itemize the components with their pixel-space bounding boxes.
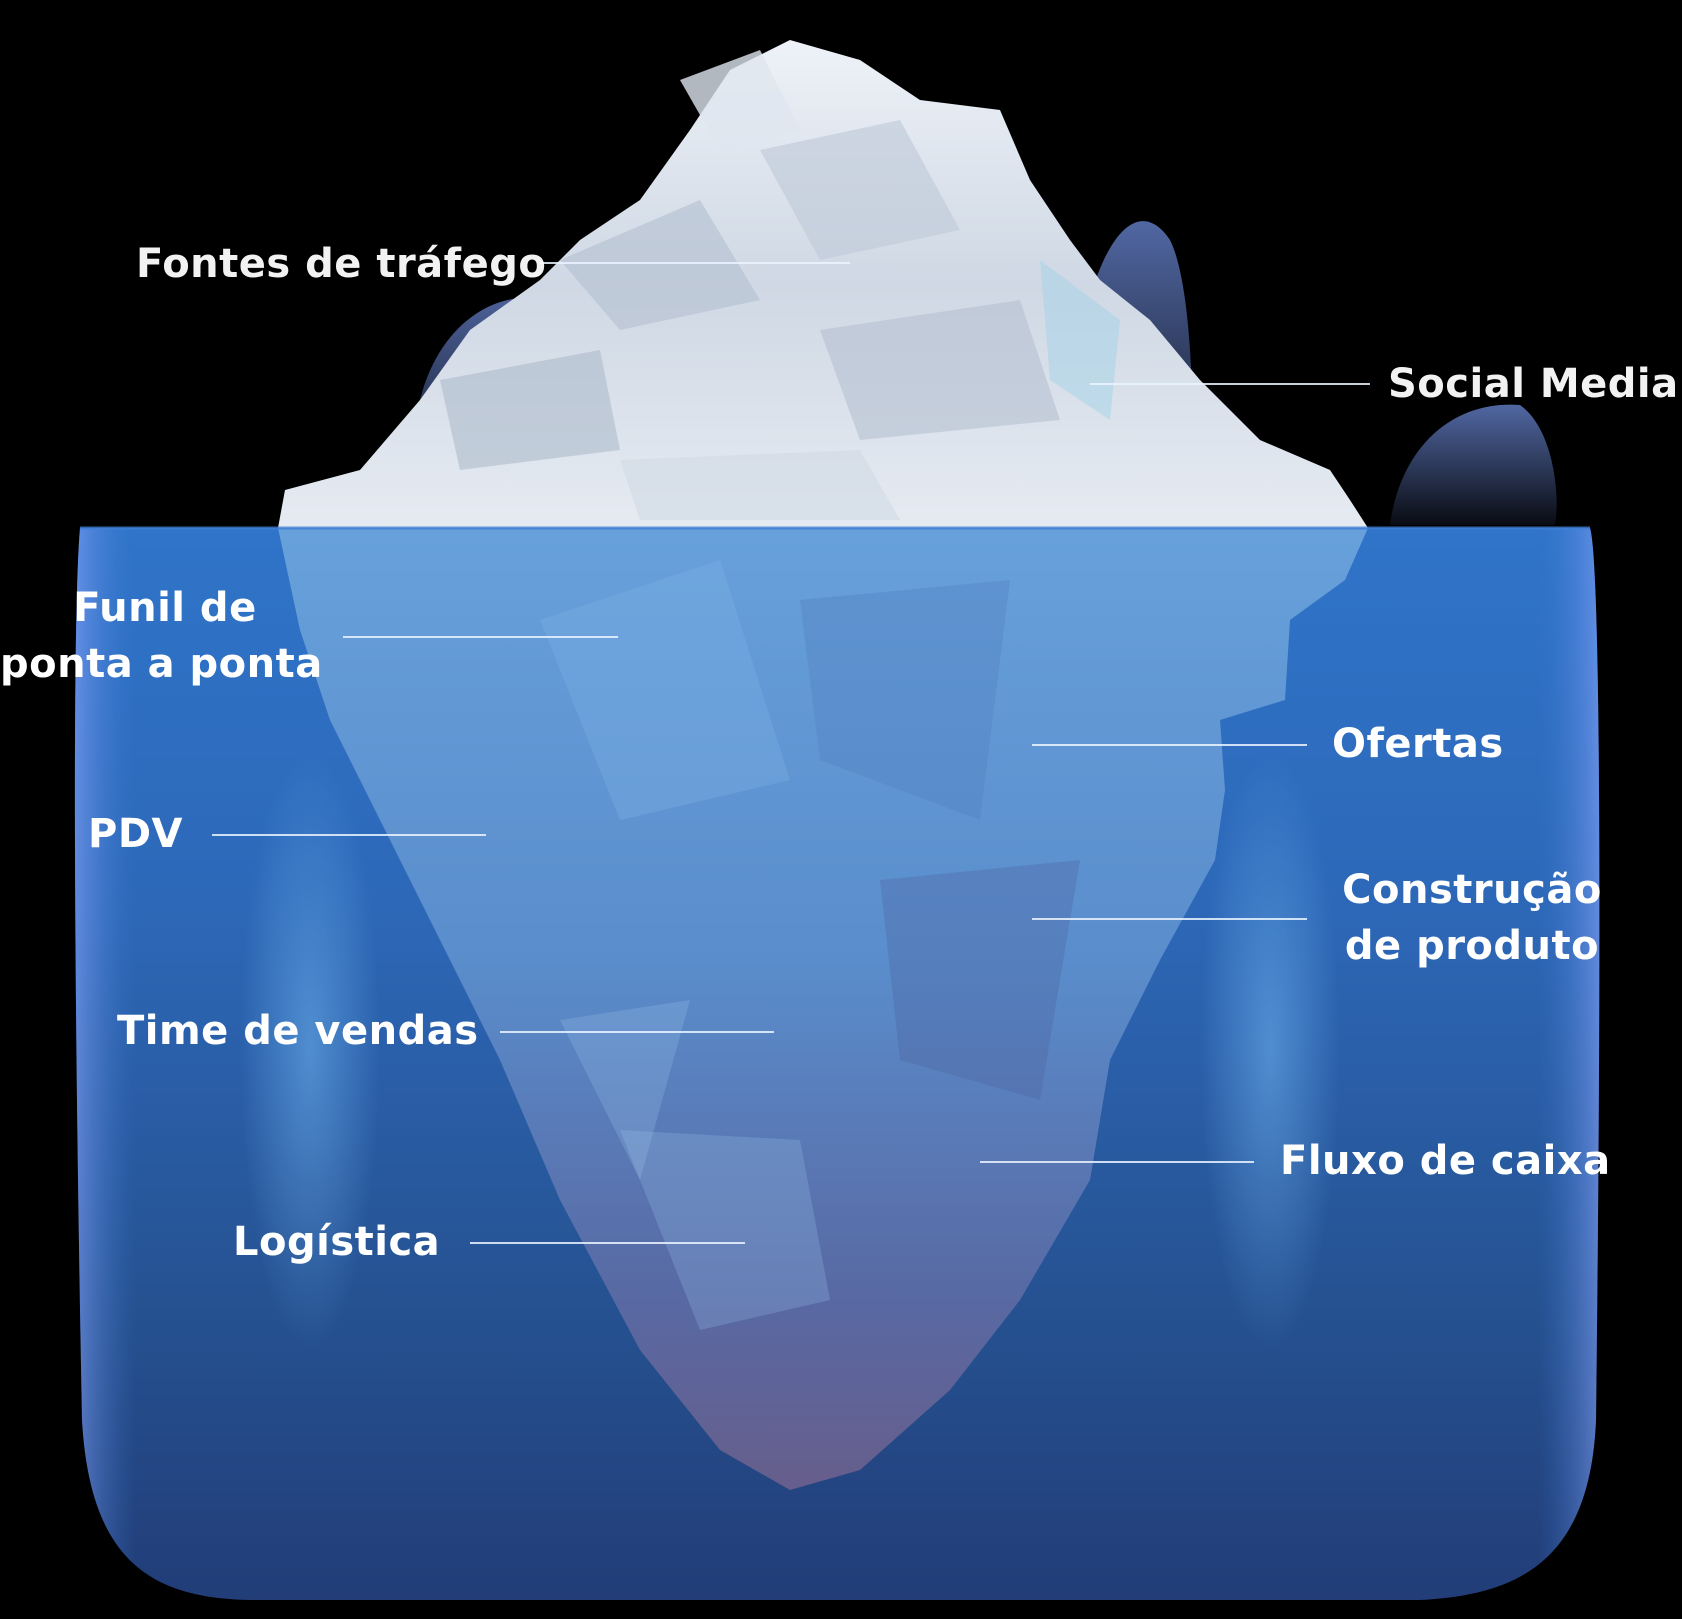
label-logistica: Logística xyxy=(233,1219,441,1265)
ice-shade-3 xyxy=(440,350,620,470)
ice-facet-3 xyxy=(620,1130,830,1330)
ice-facet-1 xyxy=(540,560,790,820)
label-construcao-line2: de produto xyxy=(1344,923,1600,969)
label-construcao-line1: Construção xyxy=(1342,867,1602,913)
leader-social-media xyxy=(1090,383,1370,385)
label-pdv: PDV xyxy=(88,811,183,857)
ice-shade-4 xyxy=(820,300,1060,440)
ice-facet-2 xyxy=(800,580,1010,820)
ice-shade-2 xyxy=(760,120,960,260)
label-fluxo-de-caixa: Fluxo de caixa xyxy=(1280,1138,1611,1184)
leader-construcao xyxy=(1032,918,1307,920)
ice-shade-1 xyxy=(560,200,760,330)
leader-time-vendas xyxy=(500,1031,774,1033)
ice-facet-5 xyxy=(560,1000,690,1180)
label-fontes-de-trafego: Fontes de tráfego xyxy=(136,241,547,287)
label-funil-line1: Funil de xyxy=(73,585,257,631)
ice-shade-6 xyxy=(620,450,900,520)
leader-fontes-trafego xyxy=(540,262,850,264)
glow-blob-right-lower xyxy=(1390,404,1557,525)
ice-shade-7 xyxy=(680,50,800,150)
light-shaft-left xyxy=(240,750,380,1350)
ice-shade-5 xyxy=(1040,260,1120,420)
leader-logistica xyxy=(470,1242,745,1244)
light-shaft-right xyxy=(1200,750,1340,1350)
leader-ofertas xyxy=(1032,744,1307,746)
label-funil-line2: ponta a ponta xyxy=(0,641,323,687)
label-time-de-vendas: Time de vendas xyxy=(117,1008,479,1054)
iceberg-underwater xyxy=(278,528,1368,1490)
leader-pdv xyxy=(212,834,486,836)
leader-fluxo-caixa xyxy=(980,1161,1254,1163)
label-ofertas: Ofertas xyxy=(1332,721,1504,767)
ice-facet-4 xyxy=(880,860,1080,1100)
label-social-media: Social Media xyxy=(1388,361,1679,407)
leader-funil xyxy=(343,636,618,638)
